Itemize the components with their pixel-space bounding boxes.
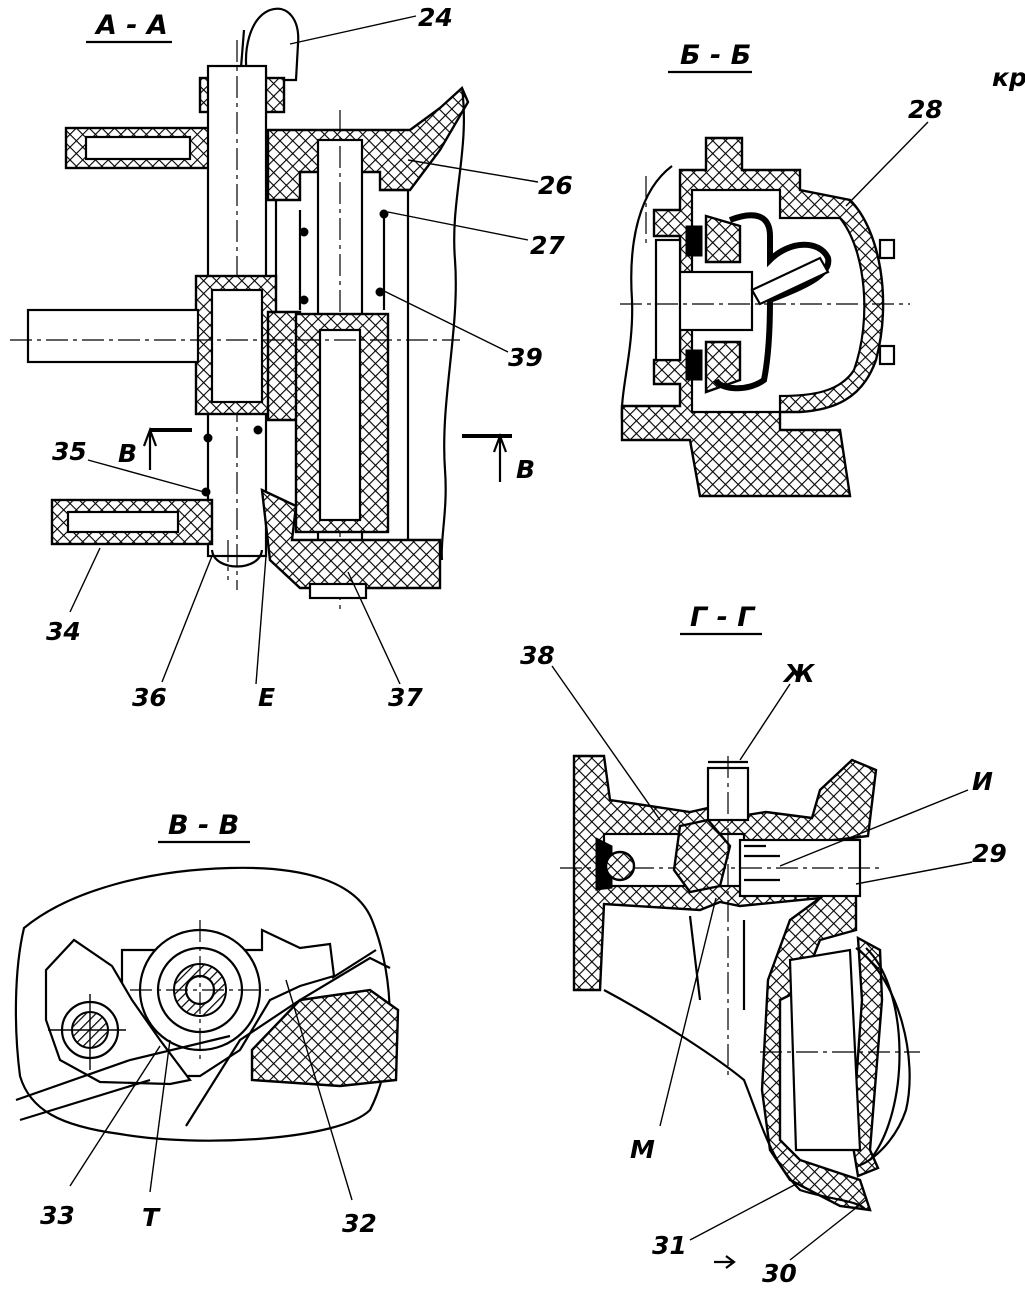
label-e: Е [258,683,275,712]
label-34: 34 [46,617,81,646]
section-arrow-label-left: В [118,439,137,468]
label-31: 31 [652,1231,687,1260]
label-29: 29 [972,839,1007,868]
label-30: 30 [762,1259,797,1288]
lower-housing [260,487,442,590]
section-gg-view: Г - Г [520,602,1007,1288]
label-m: М [630,1135,655,1164]
corner-text: кр [992,63,1025,92]
label-32: 32 [342,1209,377,1238]
label-24: 24 [418,3,453,32]
section-vv-title: В - В [168,810,239,841]
label-36: 36 [132,683,167,712]
section-bb-view: Б - Б кр 28 [620,40,1025,498]
top-housing [266,85,470,202]
label-i: И [972,767,993,796]
lever-handle [244,7,300,82]
label-39: 39 [508,343,543,372]
label-t: Т [142,1203,161,1232]
section-aa-title: А - А [94,10,168,41]
label-26: 26 [538,171,573,200]
label-27: 27 [530,231,565,260]
label-33: 33 [40,1201,75,1230]
label-35: 35 [52,437,87,466]
section-bb-title: Б - Б [680,40,751,71]
label-28: 28 [908,95,943,124]
bb-plunger [674,270,754,332]
vv-contour [14,866,391,1142]
label-38: 38 [520,641,555,670]
label-zh: Ж [782,659,816,688]
section-gg-title: Г - Г [690,602,756,633]
label-37: 37 [388,683,423,712]
section-vv-view: В - В 33 Т 32 [14,810,400,1238]
input-shaft [26,308,200,364]
section-arrow-label-right: В [516,455,535,484]
vv-block [250,988,400,1088]
section-aa-view: А - А [10,3,573,712]
